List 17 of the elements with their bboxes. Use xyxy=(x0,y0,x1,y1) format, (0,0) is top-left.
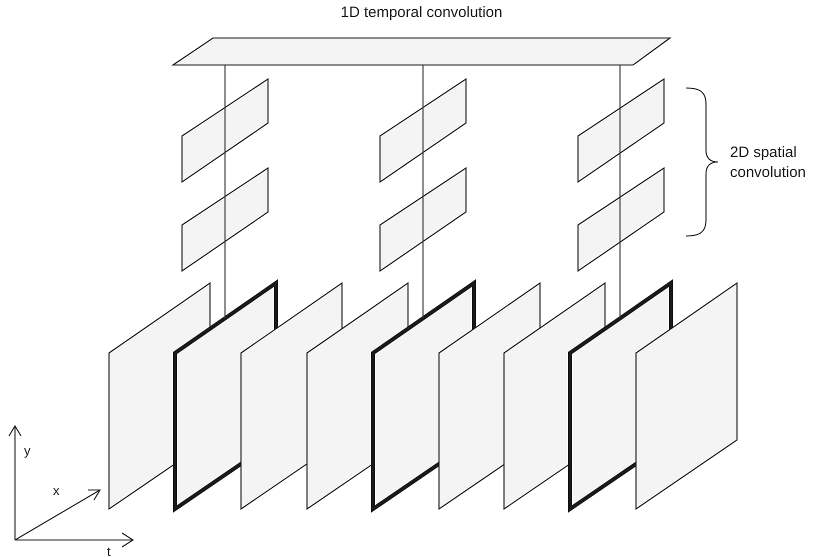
filter-plane xyxy=(380,168,466,271)
filter-plane xyxy=(380,79,466,182)
brace-label: 2D spatial convolution xyxy=(730,143,807,182)
filter-plane xyxy=(182,168,268,271)
axis-label: t xyxy=(107,545,111,557)
connector-line xyxy=(422,65,424,108)
connector-line xyxy=(224,65,226,108)
connector-line xyxy=(619,65,621,108)
heading-label: 1D temporal convolution xyxy=(340,4,504,21)
filter-plane xyxy=(182,79,268,182)
connector-line xyxy=(619,153,621,198)
filter-plane xyxy=(578,79,664,182)
axis-label: y xyxy=(24,444,30,457)
connector-line xyxy=(224,152,226,196)
connector-line xyxy=(422,152,424,196)
axis-label: x xyxy=(53,484,60,497)
filter-plane xyxy=(578,168,664,271)
